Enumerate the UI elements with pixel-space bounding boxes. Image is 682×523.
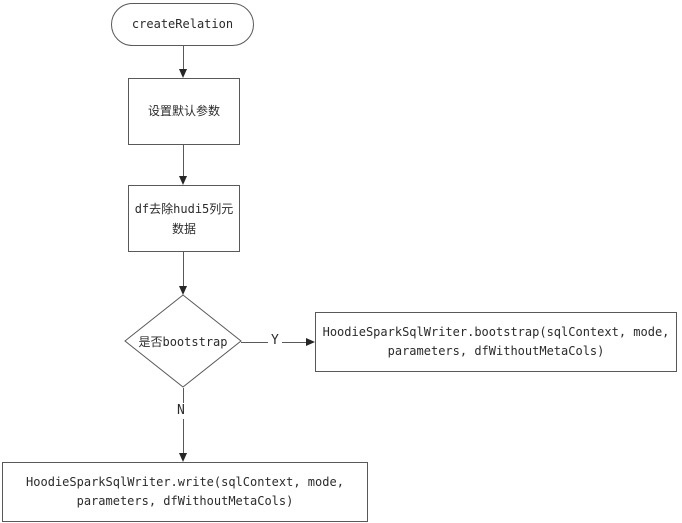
node-bootstrap-call: HoodieSparkSqlWriter.bootstrap(sqlContex… [315, 312, 677, 372]
edge-start-to-defaults-line [183, 46, 184, 70]
arrowhead-down-icon [179, 286, 187, 295]
node-is-bootstrap-decision: 是否bootstrap [124, 294, 242, 388]
decision-diamond-shape [124, 294, 242, 388]
node-create-relation-label: createRelation [131, 17, 234, 31]
arrowhead-down-icon [179, 176, 187, 185]
edge-label-no: N [174, 403, 188, 419]
edge-label-yes: Y [268, 333, 282, 349]
node-write-call: HoodieSparkSqlWriter.write(sqlContext, m… [2, 462, 368, 522]
node-create-relation: createRelation [111, 3, 254, 46]
arrowhead-down-icon [179, 453, 187, 462]
node-strip-hudi-meta: df去除hudi5列元 数据 [128, 185, 240, 252]
node-is-bootstrap-decision-label: 是否bootstrap [138, 334, 228, 349]
node-write-call-label: HoodieSparkSqlWriter.write(sqlContext, m… [26, 475, 344, 508]
node-strip-hudi-meta-label: df去除hudi5列元 数据 [134, 201, 234, 236]
arrowhead-right-icon [306, 338, 315, 346]
edge-decision-no-line [183, 388, 184, 454]
edge-stripmeta-to-decision-line [183, 252, 184, 287]
node-set-default-params: 设置默认参数 [128, 78, 240, 145]
edge-defaults-to-stripmeta-line [183, 145, 184, 177]
arrowhead-down-icon [179, 69, 187, 78]
node-bootstrap-call-label: HoodieSparkSqlWriter.bootstrap(sqlContex… [322, 325, 670, 358]
node-set-default-params-label: 设置默认参数 [147, 104, 220, 118]
